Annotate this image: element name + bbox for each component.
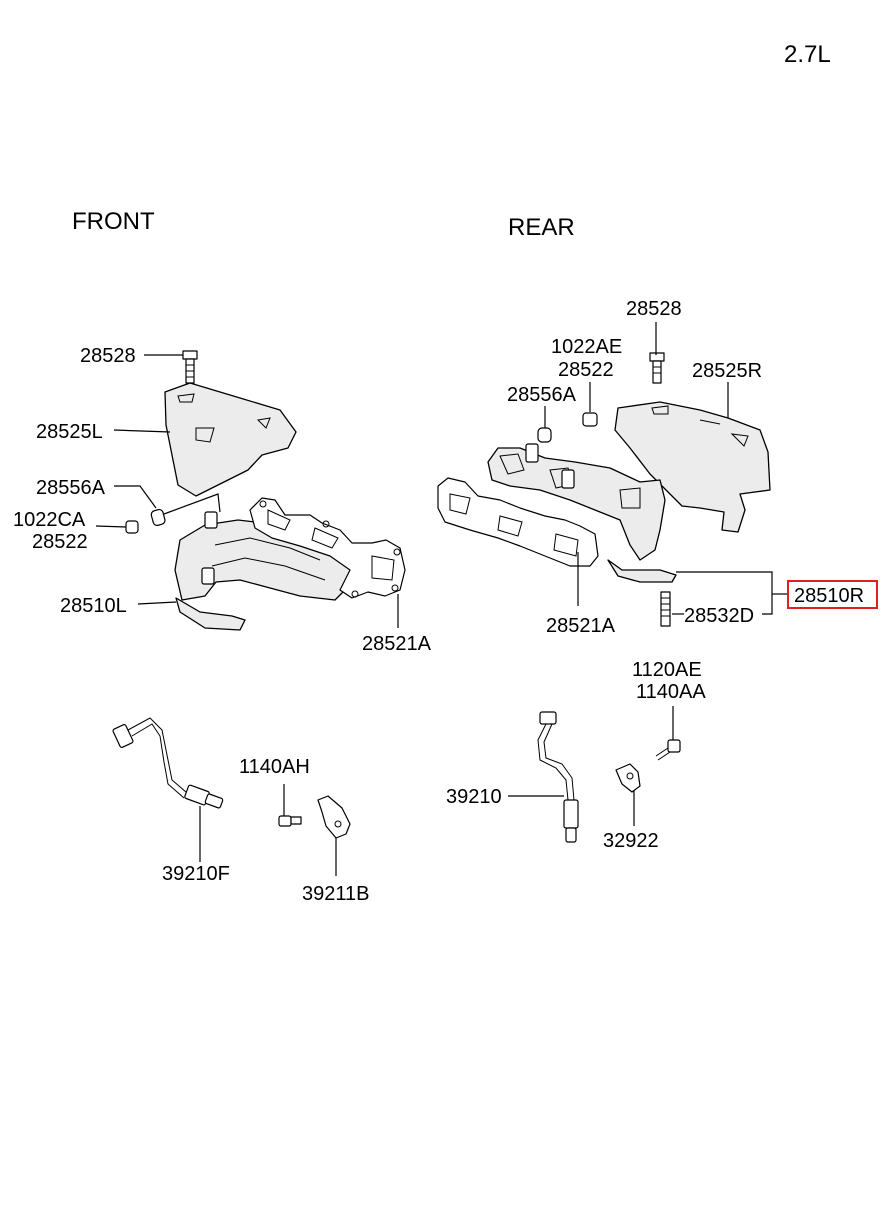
label-rear-1120AE: 1120AE: [632, 659, 702, 681]
label-rear-28521A: 28521A: [546, 615, 616, 637]
rear-nut-28522[interactable]: [582, 412, 598, 427]
label-rear-39210: 39210: [446, 786, 502, 808]
label-rear-28532D: 28532D: [684, 605, 754, 627]
label-front-28521A: 28521A: [362, 633, 432, 655]
label-rear-28525R: 28525R: [692, 360, 762, 382]
section-front-heading: FRONT: [72, 208, 155, 235]
label-front-39210F: 39210F: [162, 863, 230, 885]
engine-label: 2.7L: [784, 41, 831, 68]
label-rear-1140AA: 1140AA: [636, 681, 706, 703]
label-rear-28522: 28522: [558, 359, 614, 381]
label-rear-28528: 28528: [626, 298, 682, 320]
label-front-39211B: 39211B: [302, 883, 369, 905]
leader-f-28525L: [113, 429, 171, 433]
rear-gasket-28521A[interactable]: [437, 477, 599, 567]
rear-bolt-1120AE-1140AA[interactable]: [655, 739, 681, 761]
label-front-28510L: 28510L: [60, 595, 127, 617]
leader-f-1022CA: [95, 525, 127, 528]
front-heat-shield-28525L[interactable]: [164, 382, 297, 497]
label-rear-1022AE: 1022AE: [551, 336, 622, 358]
leader-f-bracket: [163, 493, 221, 515]
rear-oxygen-sensor-39210[interactable]: [537, 711, 579, 843]
rear-bolt-28528[interactable]: [649, 352, 665, 384]
label-front-28522: 28522: [32, 531, 88, 553]
section-rear-heading: REAR: [508, 214, 575, 241]
rear-heat-shield-28525R[interactable]: [614, 401, 771, 533]
rear-exhaust-manifold-28510R[interactable]: [487, 443, 677, 583]
label-front-28528: 28528: [80, 345, 136, 367]
leader-f-28556A: [114, 485, 157, 509]
label-front-28525L: 28525L: [36, 421, 103, 443]
leader-f-28510L: [137, 601, 177, 605]
label-rear-28556A: 28556A: [507, 384, 577, 406]
front-exhaust-manifold-28510L[interactable]: [174, 511, 357, 631]
rear-bracket-32922[interactable]: [615, 763, 641, 793]
front-gasket-28521A[interactable]: [249, 497, 406, 599]
label-front-28556A: 28556A: [36, 477, 106, 499]
label-front-1140AH: 1140AH: [239, 756, 310, 778]
rear-washer-28556A[interactable]: [537, 427, 552, 443]
front-bracket-39211B[interactable]: [317, 795, 351, 839]
front-washer-28556A[interactable]: [150, 508, 166, 527]
highlight-box-28510R[interactable]: [787, 580, 878, 609]
label-rear-32922: 32922: [603, 830, 659, 852]
front-oxygen-sensor-39210F[interactable]: [112, 717, 224, 809]
rear-stud-28532D[interactable]: [660, 591, 671, 627]
front-bolt-1140AH[interactable]: [278, 815, 302, 827]
label-rear-28510R[interactable]: 28510R: [794, 585, 864, 607]
label-front-1022CA: 1022CA: [13, 509, 86, 531]
leader-r-28510R: [676, 571, 773, 615]
front-bolt-28528[interactable]: [182, 350, 198, 384]
front-nut-28522[interactable]: [125, 520, 139, 534]
